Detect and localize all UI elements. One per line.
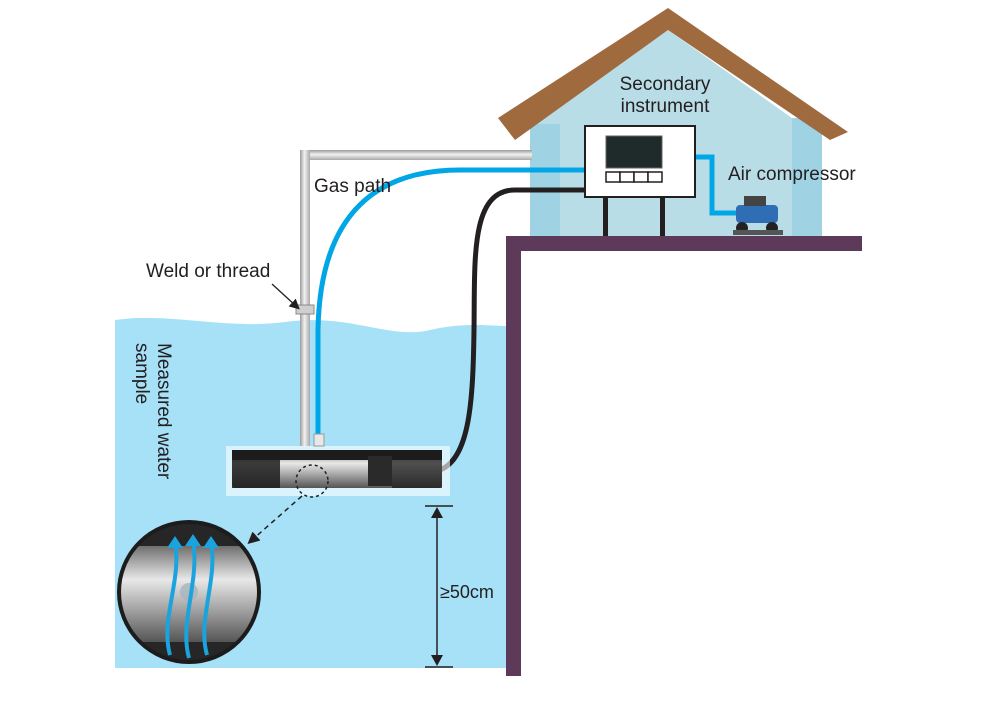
- depth-label: ≥50cm: [440, 582, 494, 602]
- flow-arrows-icon: [165, 534, 219, 659]
- gas-tube: [315, 167, 588, 438]
- house-roof: [498, 8, 848, 140]
- secondary-instrument-line1: Secondary: [619, 74, 711, 95]
- instrument-leg: [603, 196, 608, 236]
- depth-arrow-icon: [425, 505, 453, 668]
- gas-pipe-vertical: [300, 150, 310, 446]
- zoom-pointer: [247, 495, 303, 544]
- air-compressor-icon: [733, 196, 783, 235]
- gas-pipe-horizontal: [300, 150, 532, 160]
- weld-joint: [295, 304, 315, 315]
- house-chimney-left: [530, 124, 560, 236]
- measured-water-label: Measured water sample: [130, 343, 174, 479]
- weld-or-thread-label: Weld or thread: [146, 261, 271, 282]
- instrument-leg: [660, 196, 665, 236]
- air-compressor-label: Air compressor: [728, 164, 856, 185]
- secondary-instrument-icon: [584, 125, 696, 198]
- measured-water-line2: sample: [131, 343, 152, 405]
- house-chimney-right: [792, 118, 822, 236]
- ground-bank: [506, 236, 862, 676]
- signal-cable: [438, 187, 588, 473]
- measured-water-line1: Measured water: [153, 343, 174, 480]
- secondary-instrument-label: Secondary instrument: [606, 74, 724, 118]
- gas-path-label: Gas path: [314, 176, 392, 197]
- secondary-instrument-line2: instrument: [620, 96, 710, 117]
- compressor-tube: [694, 154, 740, 216]
- weld-pointer: [271, 283, 300, 310]
- sensor-probe-icon: [226, 433, 450, 498]
